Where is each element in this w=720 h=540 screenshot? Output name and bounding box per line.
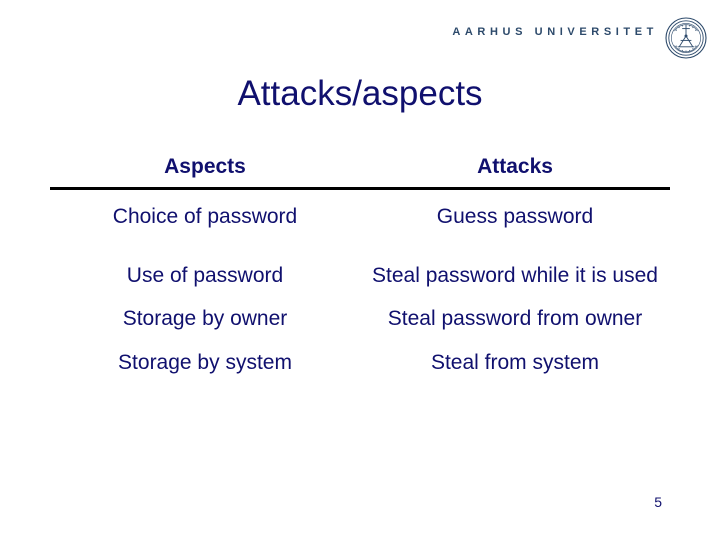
table-row: Choice of password Guess password	[50, 190, 670, 253]
attack-cell: Steal password while it is used	[372, 264, 658, 288]
column-header-aspects: Aspects	[164, 155, 246, 178]
brand-header: AARHUS UNIVERSITET	[0, 0, 720, 68]
header-divider-row	[50, 187, 670, 190]
table-row: Storage by owner Steal password from own…	[50, 296, 670, 339]
aspect-cell: Use of password	[126, 264, 284, 288]
column-header-attacks: Attacks	[477, 155, 553, 178]
attack-cell: Steal from system	[430, 350, 600, 374]
attack-cell: Steal password from owner	[387, 307, 643, 331]
header-rule	[50, 187, 670, 190]
table-row: Storage by system Steal from system	[50, 340, 670, 381]
table-row: Use of password Steal password while it …	[50, 253, 670, 296]
university-seal-icon	[664, 16, 708, 60]
attack-cell: Guess password	[436, 205, 594, 228]
header-divider-cell	[50, 187, 670, 190]
aspect-cell: Choice of password	[112, 205, 298, 228]
table-header-row: Aspects Attacks	[50, 155, 670, 187]
attacks-aspects-table: Aspects Attacks Choice of password Guess…	[50, 155, 670, 381]
page-number: 5	[654, 494, 662, 510]
aspect-cell: Storage by owner	[122, 307, 288, 331]
university-wordmark: AARHUS UNIVERSITET	[452, 26, 658, 38]
slide-title: Attacks/aspects	[237, 74, 483, 113]
aspect-cell: Storage by system	[118, 350, 292, 374]
